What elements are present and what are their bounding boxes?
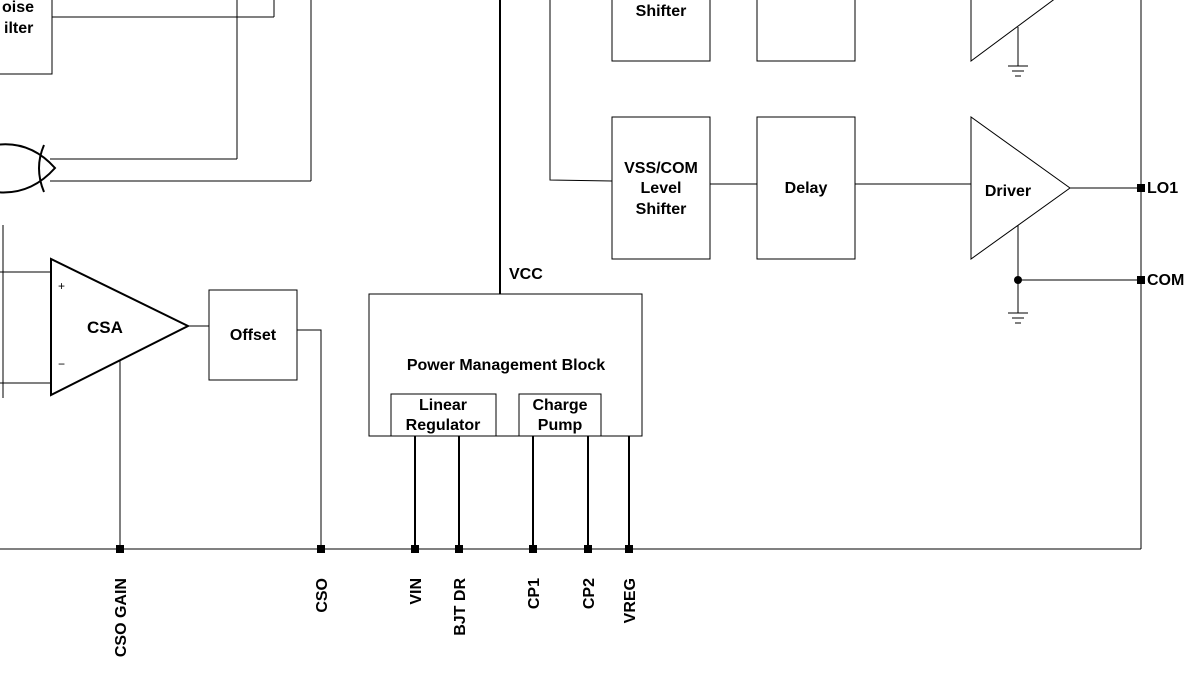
top-shifter-block: Shifter	[611, 0, 711, 62]
charge-pump-block: Charge Pump	[518, 393, 602, 437]
pin-vreg-label: VREG	[622, 578, 639, 623]
wire-to-vss-shifter	[549, 0, 613, 182]
noise-filter-label-2: ilter	[4, 20, 33, 37]
pin-vreg-marker	[625, 545, 633, 553]
pin-vin-label: VIN	[408, 578, 425, 605]
csa-label: CSA	[87, 318, 123, 337]
pin-cso-marker	[317, 545, 325, 553]
ground-symbol	[1008, 312, 1028, 324]
charge-pump-label-1: Charge	[532, 397, 587, 414]
offset-label: Offset	[230, 327, 277, 344]
or-gate	[0, 143, 57, 194]
pin-com-marker	[1137, 276, 1145, 284]
pin-bjt-dr-marker	[455, 545, 463, 553]
linear-regulator-label-2: Regulator	[406, 417, 481, 434]
vss-shifter-label-3: Shifter	[636, 201, 687, 218]
top-delay-block	[756, 0, 856, 62]
top-driver-amplifier	[970, 0, 1055, 62]
delay-label: Delay	[785, 180, 828, 197]
pin-cso-gain-marker	[116, 545, 124, 553]
noise-filter-label-1: oise	[2, 0, 34, 16]
linear-regulator-label-1: Linear	[419, 397, 467, 414]
wire-offset-cso	[297, 329, 322, 549]
pin-lo1-marker	[1137, 184, 1145, 192]
top-shifter-label: Shifter	[636, 3, 687, 20]
pin-vin-marker	[411, 545, 419, 553]
csa-amplifier: CSA + −	[50, 257, 191, 397]
pin-cp2-marker	[584, 545, 592, 553]
pin-cso-label: CSO	[314, 578, 331, 613]
vss-shifter-label-2: Level	[641, 180, 682, 197]
csa-plus-sign: +	[58, 279, 65, 293]
vss-com-level-shifter-block: VSS/COM Level Shifter	[611, 116, 711, 260]
pin-cp2-label: CP2	[581, 578, 598, 609]
charge-pump-label-2: Pump	[538, 417, 583, 434]
top-ground-symbol	[1008, 65, 1028, 77]
com-junction-dot	[1014, 276, 1022, 284]
offset-block: Offset	[208, 289, 298, 381]
pin-cp1-label: CP1	[526, 578, 543, 609]
driver-amplifier: Driver	[970, 116, 1071, 260]
pin-com-label: COM	[1147, 272, 1184, 289]
pin-cso-gain-label: CSO GAIN	[113, 578, 130, 657]
pin-lo1-label: LO1	[1147, 180, 1178, 197]
pin-bjt-dr-label: BJT DR	[452, 578, 469, 636]
power-management-label: Power Management Block	[407, 357, 605, 374]
csa-minus-sign: −	[58, 357, 65, 371]
noise-filter-block: oise ilter	[0, 0, 53, 75]
linear-regulator-block: Linear Regulator	[390, 393, 497, 437]
delay-block: Delay	[756, 116, 856, 260]
vcc-label: VCC	[509, 266, 543, 283]
pin-cp1-marker	[529, 545, 537, 553]
driver-label: Driver	[985, 183, 1031, 200]
vss-shifter-label-1: VSS/COM	[624, 160, 698, 177]
